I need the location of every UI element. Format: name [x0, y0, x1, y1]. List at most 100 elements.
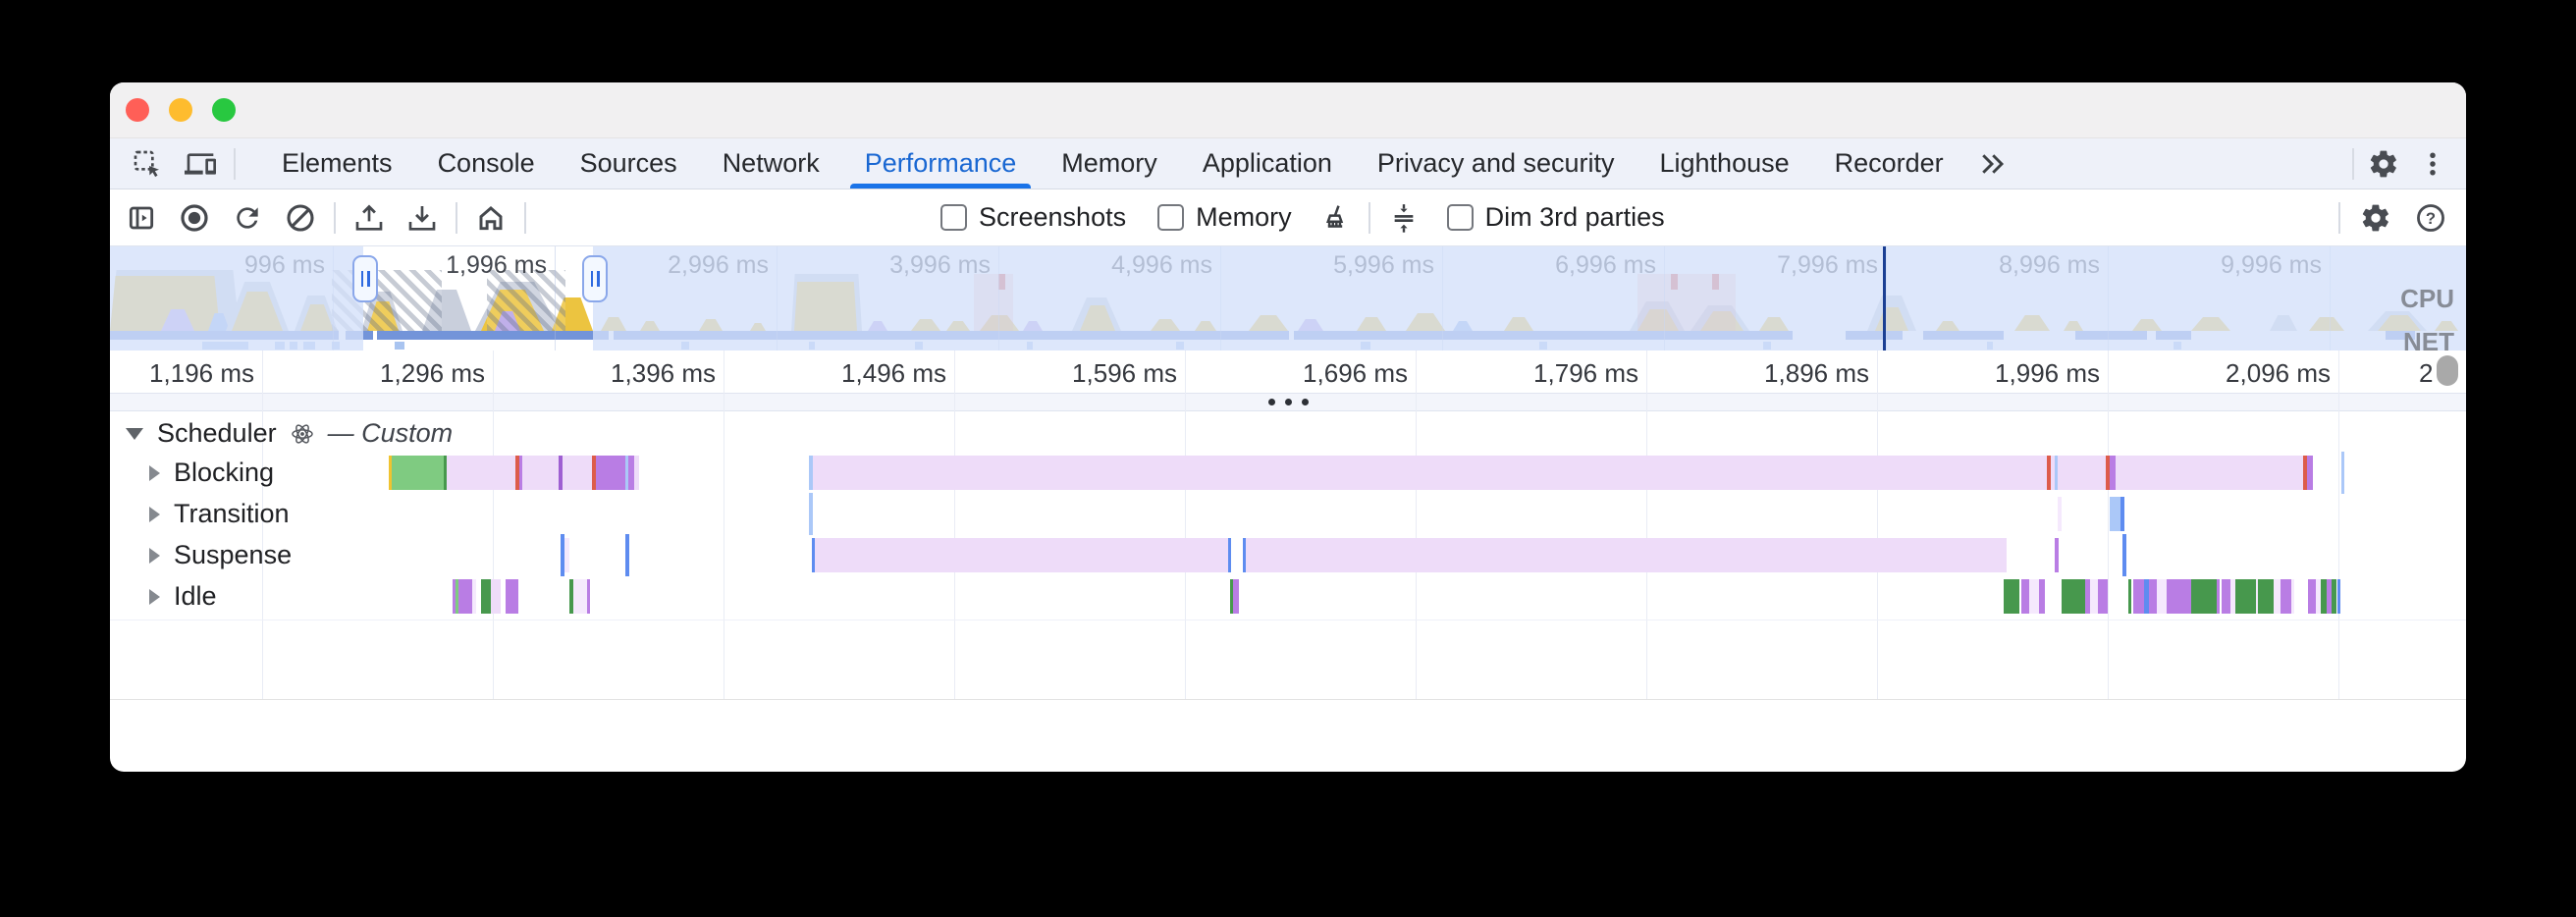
track-segment[interactable]	[444, 456, 447, 490]
track-segment[interactable]	[1233, 579, 1239, 614]
expand-triangle-icon[interactable]	[149, 464, 160, 481]
tab-application[interactable]: Application	[1202, 148, 1332, 178]
track-segment[interactable]	[2058, 497, 2062, 531]
track-segment[interactable]	[2055, 538, 2059, 572]
track-segment[interactable]	[559, 456, 563, 490]
track-segment[interactable]	[2222, 579, 2230, 614]
track-segment[interactable]	[2256, 579, 2258, 614]
kebab-menu-icon[interactable]	[2413, 144, 2452, 184]
record-and-reload-icon[interactable]	[228, 198, 267, 238]
track-segment[interactable]	[1243, 538, 2007, 572]
track-segment[interactable]	[2308, 579, 2316, 614]
track-segment[interactable]	[2120, 497, 2124, 531]
track-segment[interactable]	[2167, 579, 2191, 614]
screenshots-checkbox[interactable]: Screenshots	[940, 202, 1126, 233]
track-segment[interactable]	[587, 579, 590, 614]
track-segment[interactable]	[2303, 456, 2307, 490]
panel-resize-grip[interactable]	[110, 393, 2466, 411]
collapse-triangle-icon[interactable]	[126, 427, 143, 440]
inspect-element-icon[interactable]	[128, 144, 167, 184]
track-segment[interactable]	[2281, 579, 2291, 614]
toggle-sidebar-icon[interactable]	[122, 198, 161, 238]
track-segment[interactable]	[634, 456, 639, 490]
track-segment[interactable]	[2029, 579, 2039, 614]
track-row-label-transition[interactable]: Transition	[149, 499, 290, 529]
track-segment[interactable]	[506, 579, 518, 614]
track-segment[interactable]	[2085, 579, 2090, 614]
track-segment[interactable]	[2106, 456, 2110, 490]
expand-triangle-icon[interactable]	[149, 547, 160, 564]
track-segment[interactable]	[625, 534, 629, 576]
track-segment[interactable]	[2291, 579, 2294, 614]
track-segment[interactable]	[2090, 579, 2098, 614]
track-segment[interactable]	[2157, 579, 2167, 614]
track-segment[interactable]	[573, 579, 587, 614]
track-segment[interactable]	[1230, 579, 1233, 614]
track-segment[interactable]	[813, 456, 2313, 490]
track-segment[interactable]	[2321, 579, 2327, 614]
track-segment[interactable]	[2055, 456, 2058, 490]
track-segment[interactable]	[515, 456, 519, 490]
track-segment[interactable]	[596, 456, 625, 490]
close-window-button[interactable]	[126, 98, 149, 122]
track-segment[interactable]	[2122, 534, 2126, 576]
track-segment[interactable]	[2098, 579, 2108, 614]
track-segment[interactable]	[1228, 538, 1231, 572]
home-icon[interactable]	[471, 198, 510, 238]
track-header-scheduler[interactable]: Scheduler — Custom	[126, 418, 453, 449]
tab-console[interactable]: Console	[437, 148, 535, 178]
track-segment[interactable]	[2021, 579, 2029, 614]
minimize-window-button[interactable]	[169, 98, 192, 122]
track-segment[interactable]	[389, 456, 392, 490]
track-segment[interactable]	[519, 456, 522, 490]
track-segment[interactable]	[2341, 452, 2344, 494]
clear-icon[interactable]	[281, 198, 320, 238]
track-segment[interactable]	[491, 579, 501, 614]
track-segment[interactable]	[453, 579, 456, 614]
collapse-tracks-icon[interactable]	[1384, 198, 1423, 238]
track-segment[interactable]	[2047, 456, 2051, 490]
settings-gear-icon[interactable]	[2364, 144, 2403, 184]
track-segment[interactable]	[2327, 579, 2332, 614]
tab-performance[interactable]: Performance	[842, 138, 1040, 189]
tab-privacy-and-security[interactable]: Privacy and security	[1376, 148, 1615, 178]
track-segment[interactable]	[2274, 579, 2281, 614]
track-segment[interactable]	[2149, 579, 2157, 614]
load-profile-icon[interactable]	[349, 198, 389, 238]
track-segment[interactable]	[2144, 579, 2149, 614]
expand-triangle-icon[interactable]	[149, 588, 160, 605]
tab-elements[interactable]: Elements	[282, 148, 393, 178]
track-segment[interactable]	[809, 456, 813, 490]
track-segment[interactable]	[809, 493, 813, 535]
track-segment[interactable]	[625, 456, 628, 490]
track-segment[interactable]	[1243, 538, 1246, 572]
track-segment[interactable]	[472, 579, 476, 614]
tab-memory[interactable]: Memory	[1061, 148, 1157, 178]
track-row-label-blocking[interactable]: Blocking	[149, 458, 274, 488]
track-segment[interactable]	[569, 579, 573, 614]
track-segment[interactable]	[2217, 579, 2220, 614]
track-segment[interactable]	[2307, 456, 2313, 490]
help-icon[interactable]: ?	[2411, 198, 2450, 238]
track-row-label-suspense[interactable]: Suspense	[149, 540, 292, 570]
track-segment[interactable]	[2128, 579, 2131, 614]
track-segment[interactable]	[458, 579, 472, 614]
overview-strip[interactable]: CPU NET 996 ms1,996 ms2,996 ms3,996 ms4,…	[110, 246, 2466, 351]
track-row-label-idle[interactable]: Idle	[149, 581, 217, 612]
track-segment[interactable]	[2332, 579, 2336, 614]
track-segment[interactable]	[2230, 579, 2235, 614]
more-tabs-icon[interactable]	[1972, 144, 2012, 184]
track-segment[interactable]	[2004, 579, 2019, 614]
track-segment[interactable]	[812, 538, 1231, 572]
track-segment[interactable]	[2258, 579, 2274, 614]
track-segment[interactable]	[2191, 579, 2217, 614]
track-segment[interactable]	[2316, 579, 2321, 614]
device-toolbar-icon[interactable]	[181, 144, 220, 184]
track-segment[interactable]	[812, 538, 815, 572]
track-segment[interactable]	[561, 534, 564, 576]
memory-checkbox[interactable]: Memory	[1157, 202, 1292, 233]
track-segment[interactable]	[2039, 579, 2045, 614]
track-segment[interactable]	[2337, 579, 2340, 614]
vertical-scrollbar-thumb[interactable]	[2437, 355, 2458, 386]
tab-network[interactable]: Network	[722, 148, 820, 178]
